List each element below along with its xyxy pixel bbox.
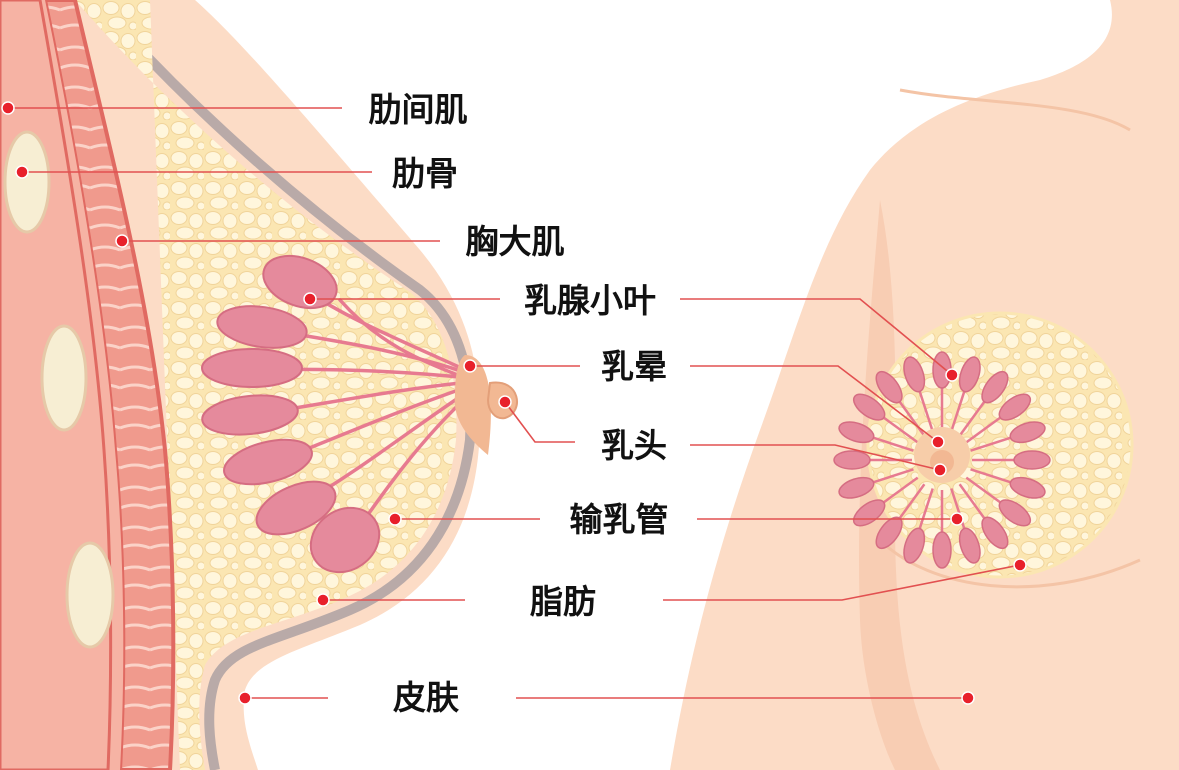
duct-front (895, 483, 926, 524)
duct-front (867, 468, 914, 486)
lobule-front (903, 356, 926, 393)
rib-oval-2 (40, 324, 88, 432)
duct-front (958, 483, 989, 524)
lobule-front (903, 527, 926, 564)
pointer-dots (1, 101, 1027, 705)
dot-intercostal (1, 101, 15, 115)
dot-rib (15, 165, 29, 179)
label-pectoralis-major: 胸大肌 (465, 222, 565, 261)
dot-lobule-side (303, 292, 317, 306)
skin-outline (91, 0, 476, 770)
dot-areola-front (931, 435, 945, 449)
lobule-front (981, 516, 1009, 550)
lobules-front (833, 351, 1051, 569)
duct-front (970, 434, 1017, 452)
lobule-front (838, 421, 875, 444)
duct-front (965, 413, 1006, 444)
duct-front (950, 488, 968, 535)
cross-section-view (0, 0, 518, 770)
breast-fold (878, 538, 1141, 589)
lobule-front (958, 356, 981, 393)
lobule-front (852, 393, 886, 421)
lobule-front (833, 450, 871, 470)
dot-skin-side (238, 691, 252, 705)
duct-front (916, 385, 934, 432)
lobule-front (998, 393, 1032, 421)
frontal-view (670, 0, 1179, 770)
lobule-front (1009, 421, 1046, 444)
dot-fat-side (316, 593, 330, 607)
dot-areola-side (463, 359, 477, 373)
label-skin: 皮肤 (393, 678, 459, 717)
dot-pectoralis (115, 234, 129, 248)
rib-oval-1 (3, 130, 51, 234)
duct-front (878, 476, 919, 507)
label-intercostal-muscle: 肋间肌 (368, 90, 468, 129)
duct-front (950, 385, 968, 432)
rib-oval-3 (65, 541, 115, 649)
label-nipple: 乳头 (601, 426, 667, 465)
lobule-front (1009, 476, 1046, 499)
dot-fat-front (1013, 558, 1027, 572)
leader-lines (8, 107, 1021, 699)
duct-front (916, 488, 934, 535)
dot-lobule-front (945, 368, 959, 382)
lobule-front (875, 370, 903, 404)
lobule-front (981, 370, 1009, 404)
dot-duct-side (388, 512, 402, 526)
duct-front (970, 468, 1017, 486)
duct-front (895, 396, 926, 437)
lobule-front (838, 476, 875, 499)
duct-front (878, 413, 919, 444)
lobule-front (958, 527, 981, 564)
lobule-front (1013, 450, 1051, 470)
label-lobules: 乳腺小叶 (524, 281, 656, 320)
dot-nipple-side (498, 395, 512, 409)
lobule-front (998, 499, 1032, 527)
label-fat: 脂肪 (530, 582, 596, 621)
dot-nipple-front (933, 463, 947, 477)
dot-duct-front (950, 512, 964, 526)
dot-skin-front (961, 691, 975, 705)
arm-gap-shadow (859, 200, 940, 770)
lobules-side (201, 254, 381, 574)
lobule-front (932, 531, 952, 569)
label-ducts: 输乳管 (569, 500, 669, 539)
label-rib: 肋骨 (392, 154, 458, 193)
duct-front (958, 396, 989, 437)
duct-front (965, 476, 1006, 507)
shoulder-line (899, 88, 1131, 132)
areola-side (454, 355, 491, 455)
duct-front (867, 434, 914, 452)
label-areola: 乳晕 (601, 347, 667, 386)
